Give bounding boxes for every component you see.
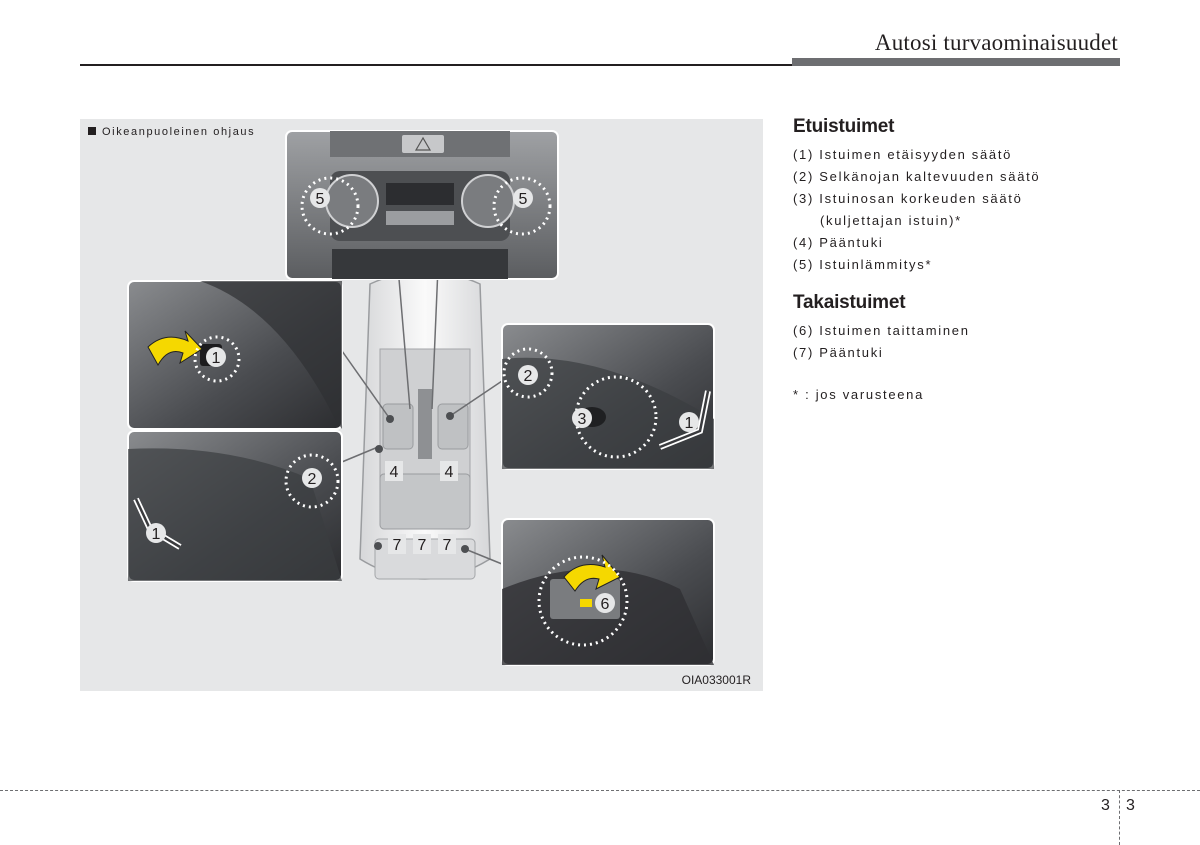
svg-text:3: 3 <box>578 411 587 428</box>
svg-text:5: 5 <box>316 191 325 208</box>
running-header-title: Autosi turvaominaisuudet <box>874 30 1118 55</box>
list-item: (4) Pääntuki <box>793 235 884 250</box>
bullet-square-icon <box>88 127 96 135</box>
seat-overview-figure: 5 5 1 2 3 1 2 1 4 4 7 7 7 6 Oikeanpuolei… <box>80 119 763 691</box>
seat-inset-lower-right <box>501 518 715 666</box>
svg-text:4: 4 <box>445 464 454 481</box>
header-rule-thick <box>792 58 1120 66</box>
list-item: (5) Istuinlämmitys* <box>793 257 933 272</box>
leader-dots <box>374 412 469 553</box>
page-number: 3 <box>1126 797 1135 814</box>
heading-front-seats: Etuistuimet <box>793 116 895 137</box>
callout-1-top-left: 1 <box>206 347 226 367</box>
heading-rear-seats: Takaistuimet <box>793 292 906 313</box>
figure-code: OIA033001R <box>681 673 751 687</box>
header-rule-thin <box>80 64 792 66</box>
callout-5-left: 5 <box>310 188 330 208</box>
list-item: (1) Istuimen etäisyyden säätö <box>793 147 1013 162</box>
svg-text:2: 2 <box>308 471 317 488</box>
footnote: * : jos varusteena <box>793 387 925 402</box>
callout-3-right: 3 <box>572 408 592 428</box>
svg-text:1: 1 <box>685 415 694 432</box>
callout-2-lower-left: 2 <box>302 468 322 488</box>
callout-7-b: 7 <box>413 534 431 554</box>
svg-text:7: 7 <box>393 537 402 554</box>
callout-5-right: 5 <box>513 188 533 208</box>
callout-1-right: 1 <box>679 412 699 432</box>
svg-text:1: 1 <box>152 526 161 543</box>
svg-text:5: 5 <box>519 191 528 208</box>
svg-text:7: 7 <box>443 537 452 554</box>
callout-4-left: 4 <box>385 461 403 481</box>
footer-vertical-rule <box>1119 790 1120 845</box>
seat-inset-lower-left <box>127 430 343 582</box>
svg-text:7: 7 <box>418 537 427 554</box>
list-item: (7) Pääntuki <box>793 345 884 360</box>
svg-text:4: 4 <box>390 464 399 481</box>
list-item: (kuljettajan istuin)* <box>820 213 962 228</box>
svg-text:2: 2 <box>524 368 533 385</box>
callout-4-right: 4 <box>440 461 458 481</box>
figure-label-text: Oikeanpuoleinen ohjaus <box>102 126 256 138</box>
callout-1-lower-left: 1 <box>146 523 166 543</box>
list-item: (3) Istuinosan korkeuden säätö <box>793 191 1023 206</box>
seat-inset-right <box>501 323 715 470</box>
list-item: (6) Istuimen taittaminen <box>793 323 970 338</box>
list-item: (2) Selkänojan kaltevuuden säätö <box>793 169 1041 184</box>
svg-text:1: 1 <box>212 350 221 367</box>
callout-7-a: 7 <box>388 534 406 554</box>
svg-text:6: 6 <box>601 596 610 613</box>
callout-7-c: 7 <box>438 534 456 554</box>
callout-2-right: 2 <box>518 365 538 385</box>
dashboard-inset <box>285 130 559 280</box>
callout-6: 6 <box>595 593 615 613</box>
text-column: Etuistuimet (1) Istuimen etäisyyden säät… <box>793 116 1123 406</box>
footer-dashed-rule <box>0 790 1200 791</box>
seat-inset-top-left <box>127 280 343 430</box>
page-chapter-number: 3 <box>1101 797 1110 814</box>
figure-label: Oikeanpuoleinen ohjaus <box>88 126 255 138</box>
seat-illustration: 5 5 1 2 3 1 2 1 4 4 7 7 7 6 <box>127 130 715 666</box>
car-top-view <box>359 270 491 580</box>
